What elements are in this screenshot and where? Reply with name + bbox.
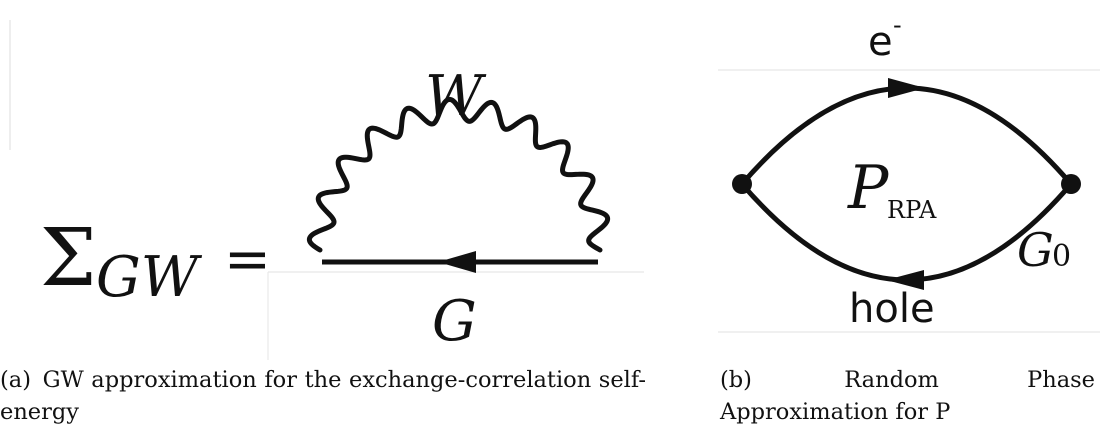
g0-subscript: 0 [1052,239,1071,274]
sigma-symbol: Σ [40,211,97,304]
caption-a-label: (a) [0,367,31,393]
g-propagator-arrow [438,251,476,273]
electron-superscript: - [893,11,902,39]
caption-b-label: (b) [720,367,752,393]
figure-a-diagram: Σ GW = W G [9,20,644,360]
vertex-right [1061,174,1081,194]
caption-a-text: GW approximation for the exchange-correl… [0,367,646,425]
hole-label: hole [849,286,935,332]
w-propagator-wave [306,96,611,253]
caption-b: (b) Random Phase Approximation for P [720,364,1095,428]
equals-sign: = [224,227,271,292]
figure-canvas: Σ GW = W G e - P RPA G 0 [9,11,1100,360]
g0-main: G [1017,223,1054,277]
vertex-left [732,174,752,194]
hole-arrow [886,270,924,290]
caption-a: (a) GW approximation for the exchange-co… [0,364,646,428]
caption-b-text: Random Phase Approximation for P [720,367,1095,425]
g-label: G [432,289,477,354]
electron-arrow [888,78,925,98]
electron-label: e [868,19,893,65]
sigma-subscript: GW [96,245,203,310]
electron-arc [740,85,1073,186]
p-rpa-subscript: RPA [887,196,937,224]
p-rpa-main: P [847,153,890,223]
figure-b-diagram: e - P RPA G 0 hole [718,11,1100,333]
